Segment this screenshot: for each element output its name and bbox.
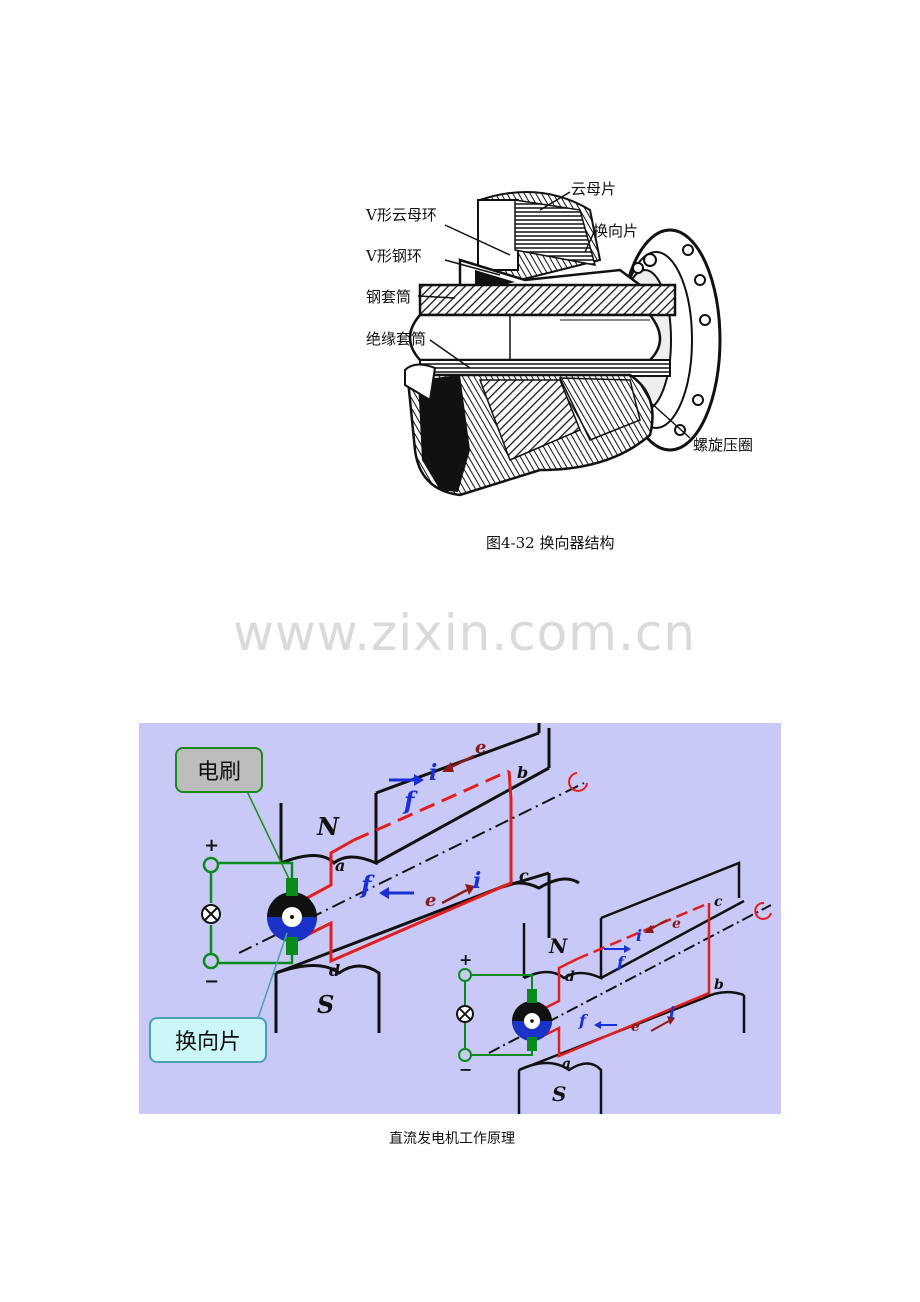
commutator-callout: 换向片	[149, 1017, 267, 1063]
left-emf-bottom: e	[425, 890, 436, 911]
figure2-caption: 直流发电机工作原理	[389, 1131, 515, 1147]
left-commutator	[267, 878, 317, 955]
right-coil	[544, 901, 711, 1058]
left-south-label: S	[317, 990, 334, 1019]
brush-callout-label: 电刷	[196, 760, 241, 785]
left-plus: +	[204, 835, 219, 856]
label-v-mica-ring: V形云母环	[366, 206, 437, 224]
right-minus: −	[459, 1060, 472, 1079]
right-current-bottom: i	[669, 1003, 675, 1022]
left-current-bottom: i	[473, 868, 481, 894]
right-commutator	[512, 989, 552, 1051]
left-force-bottom: f	[359, 870, 375, 899]
right-point-a: a	[562, 1056, 571, 1072]
brush-callout: 电刷	[175, 747, 263, 793]
figure1-caption: 图4-32 换向器结构	[486, 534, 615, 552]
commutator-figure	[360, 170, 780, 510]
left-point-d: d	[329, 961, 340, 980]
commutator-callout-label: 换向片	[174, 1030, 241, 1055]
right-north-label: N	[548, 934, 568, 958]
commutator-drawing	[404, 191, 722, 497]
left-coil	[306, 769, 513, 964]
label-v-steel-ring: V形钢环	[366, 247, 422, 265]
right-north-pole	[522, 861, 745, 980]
left-emf-top: e	[475, 737, 486, 758]
right-emf-top: e	[672, 916, 681, 932]
label-insulation-sleeve: 绝缘套筒	[366, 330, 427, 348]
left-circuit	[209, 861, 294, 965]
left-point-b: b	[517, 763, 528, 782]
right-plus: +	[459, 950, 472, 969]
left-north-label: N	[316, 812, 340, 841]
right-current-top: i	[636, 926, 642, 945]
right-south-label: S	[552, 1082, 566, 1106]
right-point-b: b	[714, 977, 724, 993]
label-steel-sleeve: 钢套筒	[366, 288, 412, 306]
generator-drawing: N S a b c d i i e e f f + − N S a b c d …	[201, 723, 772, 1114]
watermark: www.zixin.com.cn	[233, 604, 697, 662]
left-point-c: c	[519, 866, 529, 885]
right-south-pole	[517, 990, 746, 1114]
left-minus: −	[204, 971, 219, 992]
label-spiral-ring: 螺旋压圈	[693, 436, 754, 454]
label-mica-sheet: 云母片	[571, 180, 617, 198]
right-point-c: c	[714, 894, 723, 910]
right-force-top: f	[616, 953, 627, 972]
label-commutator-segment: 换向片	[593, 222, 639, 240]
left-force-top: f	[402, 786, 418, 815]
left-point-a: a	[335, 856, 345, 875]
generator-figure: N S a b c d i i e e f f + − N S a b c d …	[139, 723, 781, 1114]
right-emf-bottom: e	[631, 1019, 640, 1035]
left-north-pole	[279, 723, 551, 866]
right-point-d: d	[565, 969, 575, 985]
left-current-top: i	[429, 760, 437, 786]
right-force-bottom: f	[578, 1011, 589, 1030]
